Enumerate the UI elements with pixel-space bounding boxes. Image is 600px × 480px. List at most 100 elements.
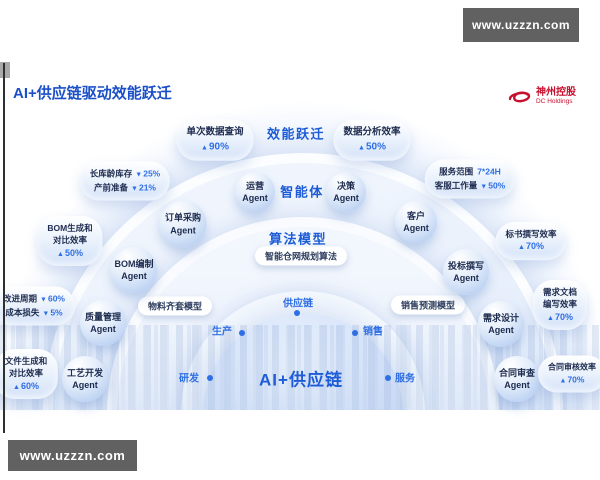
stat-single-query: 单次数据查询 ▲90% — [176, 119, 254, 161]
stat-bom-efficiency: BOM生成和 对比效率 ▲50% — [37, 215, 103, 267]
stat-value: ▲70% — [543, 311, 577, 325]
left-edge-tab — [0, 62, 10, 78]
agent-quality-management: 质量管理 Agent — [80, 300, 126, 346]
agent-decision: 决策 Agent — [326, 172, 366, 212]
model-warehouse-network: 智能仓网规划算法 — [254, 246, 348, 266]
stat-value: ▲90% — [186, 139, 243, 154]
stat-percent: 60% — [20, 380, 39, 391]
stat-label: 产前准备 — [94, 182, 129, 192]
agent-subtitle: Agent — [242, 193, 268, 203]
down-arrow-icon: ▼ — [131, 185, 138, 192]
stat-label: 成本损失 — [5, 307, 40, 317]
stat-row: 客服工作量 ▼50% — [435, 179, 505, 193]
stat-value: ▲70% — [548, 373, 596, 387]
agent-subtitle: Agent — [504, 380, 530, 390]
model-material-kitting: 物料齐套模型 — [137, 296, 213, 316]
ring-label-agents: 智能体 — [280, 184, 324, 200]
stat-percent: 70% — [567, 374, 585, 385]
watermark-top: www.uzzzn.com — [463, 8, 579, 42]
spoke-sales: 销售 — [363, 326, 383, 338]
page-title: AI+供应链驱动效能跃迁 — [13, 85, 172, 102]
stat-label: BOM生成和 — [47, 222, 93, 233]
stat-bid-writing-efficiency: 标书撰写效率 ▲70% — [495, 222, 567, 260]
agent-title: 合同审查 — [498, 367, 535, 378]
stat-percent: 7*24H — [477, 166, 501, 177]
stat-row: 服务范围 7*24H — [435, 166, 505, 180]
logo-subtitle: DC Holdings — [536, 97, 573, 105]
agent-subtitle: Agent — [121, 271, 147, 281]
stat-percent: 50% — [488, 180, 506, 190]
down-arrow-icon: ▼ — [42, 310, 50, 317]
stat-value: ▼60% — [40, 293, 65, 307]
node-dot-supply-chain — [294, 310, 300, 316]
agent-order-procurement: 订单采购 Agent — [159, 200, 207, 248]
stat-label: 改进周期 — [3, 293, 38, 304]
stat-label: 单次数据查询 — [186, 126, 244, 138]
stat-percent: 90% — [208, 141, 229, 153]
spoke-service: 服务 — [395, 373, 415, 385]
agent-subtitle: Agent — [488, 325, 514, 335]
logo-swirl-icon — [508, 91, 531, 103]
stat-improvement-cycle: 改进周期 ▼60% 成本损失 ▼5% — [0, 286, 75, 326]
stat-label: 对比效率 — [52, 235, 87, 246]
stat-row: 改进周期 ▼60% — [3, 293, 65, 307]
stat-value: ▲60% — [5, 380, 48, 394]
stat-file-efficiency: 文件生成和 对比效率 ▲60% — [0, 348, 58, 400]
stat-value: ▼50% — [480, 179, 505, 193]
stat-percent: 50% — [64, 247, 83, 258]
agent-title: 投标撰写 — [447, 260, 484, 271]
agent-title: 决策 — [336, 180, 355, 191]
stat-label: 长库龄库存 — [89, 168, 133, 179]
stat-percent: 70% — [525, 241, 544, 252]
stat-label: 数据分析效率 — [343, 126, 401, 138]
up-arrow-icon: ▲ — [358, 144, 365, 152]
stat-value: ▼21% — [131, 181, 156, 195]
node-dot-production — [239, 330, 245, 336]
node-dot-service — [385, 375, 391, 381]
up-arrow-icon: ▲ — [547, 314, 554, 322]
logo-text: 神州控股 DC Holdings — [536, 88, 576, 105]
stat-value: ▲50% — [343, 139, 400, 154]
down-arrow-icon: ▼ — [135, 171, 143, 179]
stat-label: 标书撰写效率 — [505, 229, 557, 240]
spoke-rnd: 研发 — [179, 373, 199, 385]
agent-subtitle: Agent — [170, 225, 196, 235]
agent-customer: 客户 Agent — [395, 201, 437, 243]
down-arrow-icon: ▼ — [40, 296, 47, 304]
stat-requirement-doc: 需求文档 编写效率 ▲70% — [532, 279, 588, 331]
up-arrow-icon: ▲ — [559, 377, 567, 385]
agent-bid-writing: 投标撰写 Agent — [443, 249, 489, 295]
stat-value: 7*24H — [476, 166, 501, 180]
agent-title: 需求设计 — [482, 312, 519, 323]
stat-label: 编写效率 — [542, 299, 578, 310]
stat-percent: 25% — [143, 168, 161, 179]
ring-label-efficiency-leap: 效能跃迁 — [266, 126, 326, 142]
model-sales-forecast: 销售预测模型 — [390, 295, 466, 315]
stat-data-analysis: 数据分析效率 ▲50% — [333, 119, 411, 161]
stat-percent: 5% — [50, 307, 63, 317]
up-arrow-icon: ▲ — [13, 383, 20, 391]
up-arrow-icon: ▲ — [57, 250, 64, 258]
company-logo: 神州控股 DC Holdings — [506, 86, 576, 108]
stat-label: 需求文档 — [542, 286, 578, 297]
agent-title: 客户 — [406, 210, 425, 221]
agent-contract-review: 合同审查 Agent — [494, 356, 540, 402]
ring-label-algorithm-models: 算法模型 — [268, 231, 328, 247]
up-arrow-icon: ▲ — [518, 244, 525, 252]
up-arrow-icon: ▲ — [201, 144, 208, 152]
agent-title: 工艺开发 — [66, 367, 103, 378]
stat-label: 服务范围 — [439, 166, 474, 177]
stat-value: ▼25% — [135, 168, 160, 182]
agent-title: 质量管理 — [84, 311, 121, 322]
stat-percent: 70% — [554, 311, 573, 322]
spoke-production: 生产 — [212, 326, 232, 338]
stat-row: 长库龄库存 ▼25% — [90, 168, 160, 182]
stat-long-age-inventory: 长库龄库存 ▼25% 产前准备 ▼21% — [79, 161, 171, 201]
stat-label: 合同审核效率 — [548, 362, 596, 372]
agent-subtitle: Agent — [72, 380, 98, 390]
agent-subtitle: Agent — [453, 273, 479, 283]
agent-subtitle: Agent — [403, 223, 429, 233]
stat-percent: 60% — [47, 293, 65, 304]
node-dot-rnd — [207, 375, 213, 381]
stat-percent: 50% — [365, 141, 386, 153]
